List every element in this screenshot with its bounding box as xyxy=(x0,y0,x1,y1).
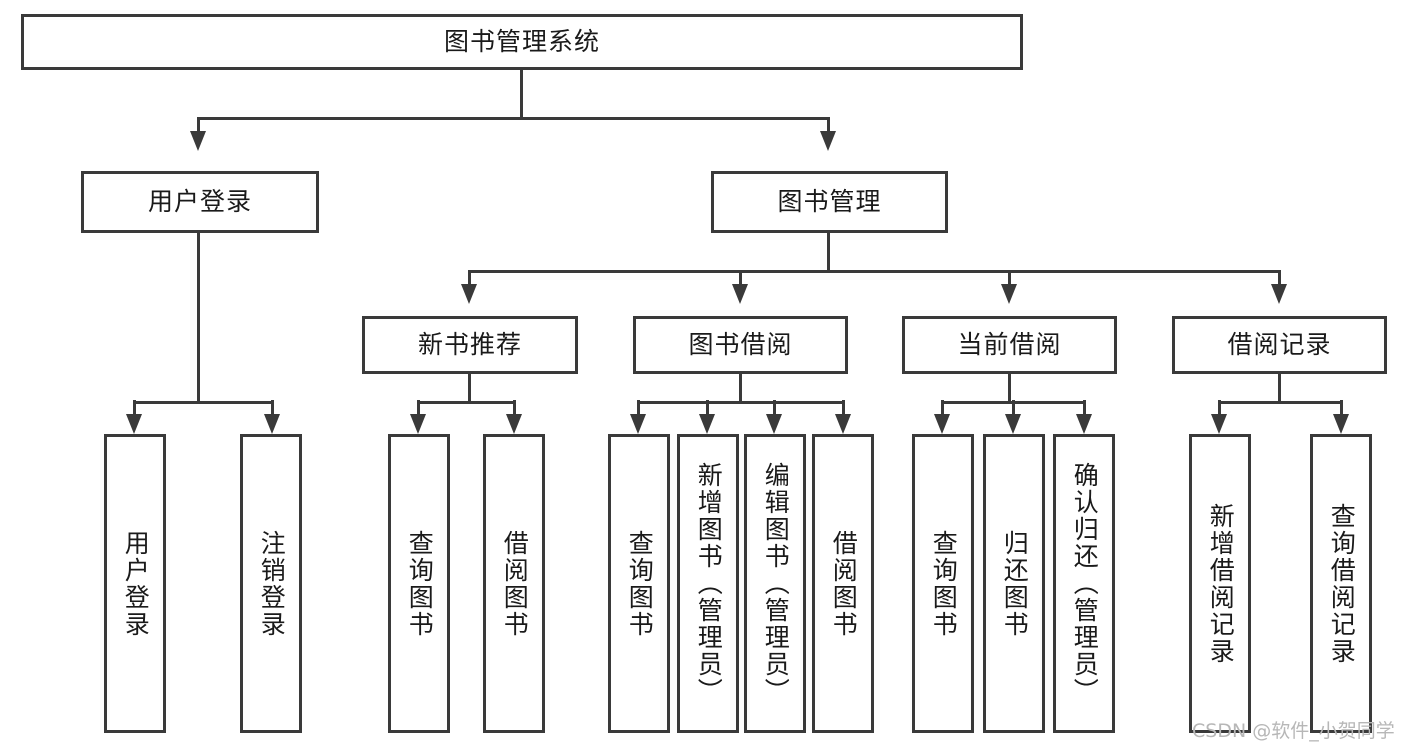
node-label: 查询借阅记录 xyxy=(1327,502,1357,665)
connector-stem xyxy=(520,70,523,117)
connector-bus xyxy=(198,117,830,120)
node-label: 借阅记录 xyxy=(1227,330,1332,360)
node-label: 查询图书 xyxy=(929,529,959,638)
connector-bus xyxy=(469,270,1280,273)
node-label: 新书推荐 xyxy=(417,330,522,360)
connector-bus xyxy=(418,401,514,404)
connector-drop xyxy=(941,400,944,416)
connector-drop xyxy=(739,270,742,286)
arrowhead-icon xyxy=(1001,284,1017,304)
connector-drop xyxy=(1012,400,1015,416)
node-label: 归还图书 xyxy=(1000,529,1030,638)
arrowhead-icon xyxy=(1005,414,1021,434)
connector-drop xyxy=(637,400,640,416)
connector-stem xyxy=(739,374,742,402)
node-leaf-4[interactable]: 查询图书 xyxy=(608,434,670,733)
node-leaf-10[interactable]: 确认归还（管理员） xyxy=(1053,434,1115,733)
arrowhead-icon xyxy=(630,414,646,434)
node-label: 借阅图书 xyxy=(829,529,859,638)
node-level3-0[interactable]: 新书推荐 xyxy=(362,316,578,374)
node-level2-1[interactable]: 图书管理 xyxy=(711,171,948,233)
node-leaf-5[interactable]: 新增图书（管理员） xyxy=(677,434,739,733)
node-root-system[interactable]: 图书管理系统 xyxy=(21,14,1023,70)
connector-stem xyxy=(1008,374,1011,402)
node-label: 图书借阅 xyxy=(688,330,793,360)
node-leaf-9[interactable]: 归还图书 xyxy=(983,434,1045,733)
node-level3-1[interactable]: 图书借阅 xyxy=(633,316,848,374)
arrowhead-icon xyxy=(835,414,851,434)
node-label: 查询图书 xyxy=(405,529,435,638)
arrowhead-icon xyxy=(1076,414,1092,434)
connector-stem xyxy=(1278,374,1281,402)
connector-drop xyxy=(468,270,471,286)
connector-drop xyxy=(271,400,274,416)
node-level2-0[interactable]: 用户登录 xyxy=(81,171,319,233)
node-level3-2[interactable]: 当前借阅 xyxy=(902,316,1117,374)
connector-drop xyxy=(1218,400,1221,416)
connector-stem xyxy=(468,374,471,402)
connector-drop xyxy=(1278,270,1281,286)
node-label: 当前借阅 xyxy=(957,330,1062,360)
node-label: 图书管理系统 xyxy=(443,27,600,57)
node-label: 注销登录 xyxy=(257,529,287,638)
arrowhead-icon xyxy=(264,414,280,434)
connector-drop xyxy=(133,400,136,416)
node-label: 编辑图书（管理员） xyxy=(761,462,791,705)
connector-drop xyxy=(197,117,200,133)
node-leaf-3[interactable]: 借阅图书 xyxy=(483,434,545,733)
connector-stem xyxy=(197,233,200,401)
node-leaf-6[interactable]: 编辑图书（管理员） xyxy=(744,434,806,733)
node-level3-3[interactable]: 借阅记录 xyxy=(1172,316,1387,374)
arrowhead-icon xyxy=(1211,414,1227,434)
node-label: 用户登录 xyxy=(121,529,151,638)
node-leaf-7[interactable]: 借阅图书 xyxy=(812,434,874,733)
connector-drop xyxy=(706,400,709,416)
node-label: 新增借阅记录 xyxy=(1206,502,1236,665)
node-label: 图书管理 xyxy=(777,187,882,217)
node-label: 新增图书（管理员） xyxy=(694,462,724,705)
connector-drop xyxy=(1340,400,1343,416)
connector-bus xyxy=(134,401,272,404)
arrowhead-icon xyxy=(1271,284,1287,304)
connector-drop xyxy=(842,400,845,416)
node-label: 借阅图书 xyxy=(500,529,530,638)
connector-drop xyxy=(773,400,776,416)
arrowhead-icon xyxy=(732,284,748,304)
arrowhead-icon xyxy=(126,414,142,434)
node-leaf-1[interactable]: 注销登录 xyxy=(240,434,302,733)
connector-bus xyxy=(1219,401,1341,404)
arrowhead-icon xyxy=(190,131,206,151)
connector-drop xyxy=(417,400,420,416)
node-leaf-8[interactable]: 查询图书 xyxy=(912,434,974,733)
node-label: 查询图书 xyxy=(625,529,655,638)
connector-drop xyxy=(1083,400,1086,416)
node-leaf-12[interactable]: 查询借阅记录 xyxy=(1310,434,1372,733)
arrowhead-icon xyxy=(766,414,782,434)
connector-drop xyxy=(827,117,830,133)
arrowhead-icon xyxy=(820,131,836,151)
node-leaf-0[interactable]: 用户登录 xyxy=(104,434,166,733)
connector-drop xyxy=(1008,270,1011,286)
arrowhead-icon xyxy=(934,414,950,434)
arrowhead-icon xyxy=(1333,414,1349,434)
watermark: CSDN @软件_小贺同学 xyxy=(1192,720,1395,742)
arrowhead-icon xyxy=(410,414,426,434)
node-label: 用户登录 xyxy=(147,187,252,217)
arrowhead-icon xyxy=(506,414,522,434)
arrowhead-icon xyxy=(461,284,477,304)
node-leaf-2[interactable]: 查询图书 xyxy=(388,434,450,733)
connector-bus xyxy=(638,401,843,404)
node-label: 确认归还（管理员） xyxy=(1070,462,1100,705)
node-leaf-11[interactable]: 新增借阅记录 xyxy=(1189,434,1251,733)
connector-stem xyxy=(827,233,830,270)
connector-drop xyxy=(513,400,516,416)
arrowhead-icon xyxy=(699,414,715,434)
